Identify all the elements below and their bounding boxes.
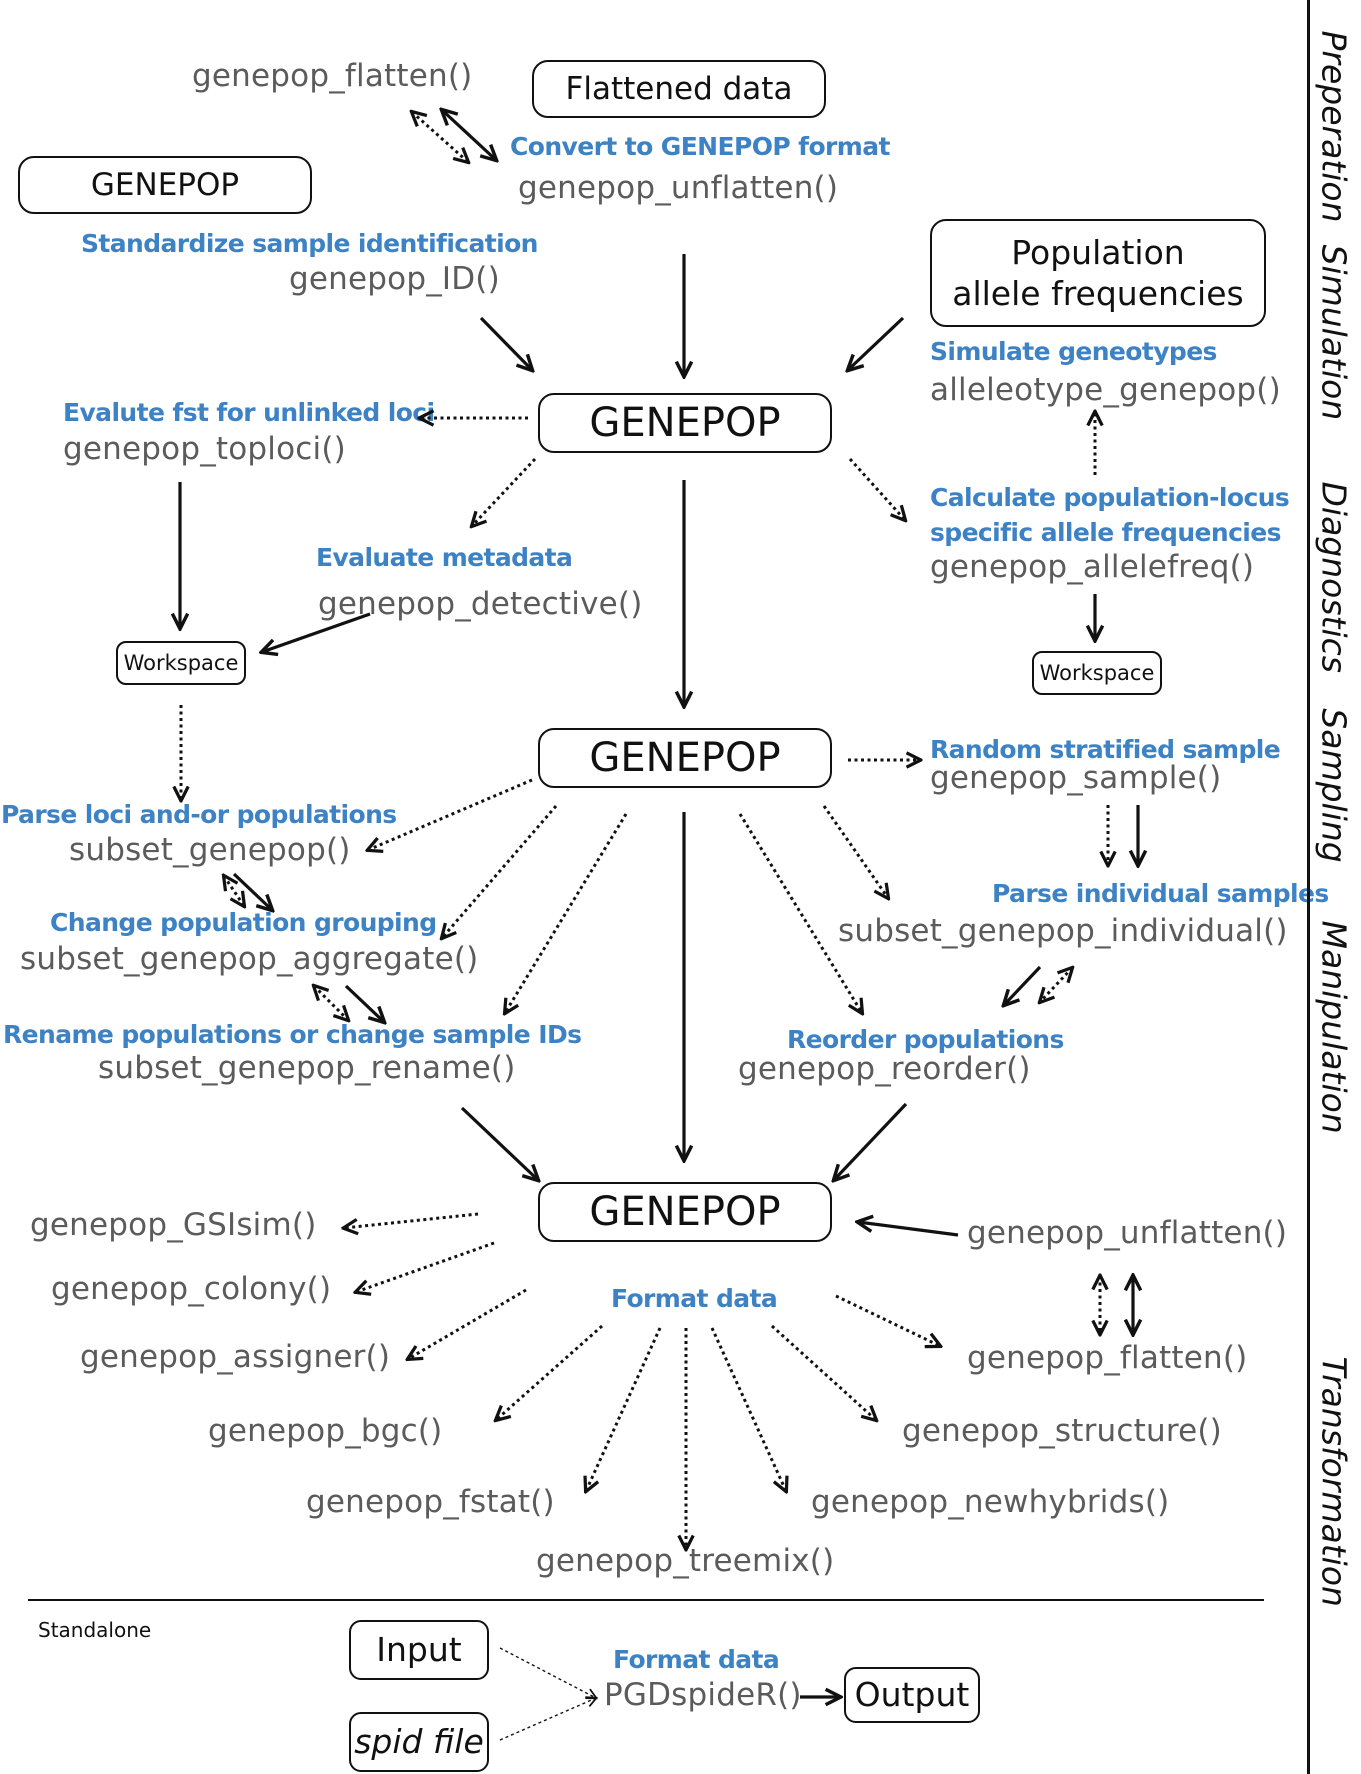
arrow-genepop-to-allelefreq [848, 457, 905, 520]
genepop-treemix-function: genepop_treemix() [536, 1543, 835, 1579]
arrow-format-to-bgc [496, 1324, 603, 1420]
arrow-individual-reorder-dotted [1040, 968, 1072, 1002]
spid-file-box: spid file [349, 1712, 489, 1772]
arrow-aggregate-rename-solid [344, 984, 384, 1022]
genepop-assigner-function: genepop_assigner() [80, 1339, 391, 1375]
standalone-label: Standalone [38, 1618, 152, 1642]
arrow-genepop2-to-rename [505, 813, 628, 1013]
genepop-flatten-bottom-function: genepop_flatten() [967, 1340, 1248, 1376]
genepop-sample-function: genepop_sample() [930, 760, 1222, 796]
genepop-toploci-function: genepop_toploci() [63, 431, 346, 467]
arrow-individual-reorder-solid [1004, 965, 1042, 1005]
genepop-main-box-2: GENEPOP [538, 728, 832, 788]
stage-transformation: Transformation [1314, 1356, 1354, 1607]
subset-genepop-function: subset_genepop() [69, 832, 351, 868]
subset-genepop-individual-function: subset_genepop_individual() [838, 913, 1288, 949]
pgdspider-function: PGDspideR() [604, 1677, 802, 1713]
genepop-unflatten-bottom-function: genepop_unflatten() [967, 1215, 1288, 1251]
arrow-genepop3-to-assigner [408, 1288, 527, 1359]
population-allele-frequencies-box: Population allele frequencies [930, 219, 1266, 327]
arrow-rename-to-genepop3 [460, 1106, 538, 1180]
arrow-allelefreqs-to-genepop [848, 316, 905, 370]
arrow-aggregate-rename-dotted [314, 986, 348, 1020]
arrow-genepop3-to-gsisim [344, 1212, 479, 1228]
convert-genepop-label: Convert to GENEPOP format [510, 132, 890, 161]
genepop-id-function: genepop_ID() [289, 261, 500, 297]
standalone-divider [28, 1599, 1264, 1601]
output-box: Output [844, 1667, 980, 1723]
genepop-unflatten-top-function: genepop_unflatten() [518, 170, 839, 206]
evaluate-fst-label: Evalute fst for unlinked loci [63, 398, 435, 427]
alleleotype-genepop-function: alleleotype_genepop() [930, 372, 1281, 408]
workspace-box-right: Workspace [1032, 651, 1162, 695]
genepop-bgc-function: genepop_bgc() [208, 1413, 443, 1449]
reorder-populations-label: Reorder populations [787, 1025, 1064, 1054]
genepop-main-box-3: GENEPOP [538, 1182, 832, 1242]
arrow-input-to-pgdspider [499, 1647, 596, 1698]
stage-preperation: Preperation [1314, 30, 1354, 223]
flattened-data-box: Flattened data [532, 60, 826, 118]
genepop-input-box: GENEPOP [18, 156, 312, 214]
arrow-flatten-unflatten-solid [442, 110, 496, 160]
genepop-main-box-1: GENEPOP [538, 393, 832, 453]
parse-loci-label: Parse loci and-or populations [1, 800, 397, 829]
arrow-subset-aggregate-solid [232, 872, 272, 910]
simulate-genotypes-label: Simulate geneotypes [930, 337, 1217, 366]
arrow-format-to-structure [770, 1324, 876, 1420]
genepop-newhybrids-function: genepop_newhybrids() [811, 1484, 1170, 1520]
arrow-genepop-to-detective [472, 457, 537, 526]
format-data-label: Format data [611, 1284, 778, 1313]
stage-bar [1307, 0, 1310, 1774]
genepop-fstat-function: genepop_fstat() [306, 1484, 555, 1520]
genepop-reorder-function: genepop_reorder() [738, 1051, 1031, 1087]
change-grouping-label: Change population grouping [50, 908, 437, 937]
stage-manipulation: Manipulation [1314, 920, 1354, 1134]
arrow-subset-aggregate-dotted [224, 876, 244, 906]
arrow-flatten-unflatten-dotted [412, 112, 468, 162]
workspace-box-left: Workspace [116, 641, 246, 685]
input-box: Input [349, 1620, 489, 1680]
genepop-colony-function: genepop_colony() [51, 1271, 332, 1307]
genepop-allelefreq-function: genepop_allelefreq() [930, 549, 1255, 585]
arrow-format-to-fstat [586, 1327, 662, 1491]
random-stratified-label: Random stratified sample [930, 735, 1281, 764]
stage-diagnostics: Diagnostics [1314, 481, 1354, 674]
parse-individuals-label: Parse individual samples [992, 879, 1329, 908]
arrow-reorder-to-genepop3 [834, 1102, 908, 1180]
standardize-ids-label: Standardize sample identification [81, 229, 538, 258]
evaluate-metadata-label: Evaluate metadata [316, 543, 573, 572]
subset-genepop-aggregate-function: subset_genepop_aggregate() [20, 941, 479, 977]
calc-allele-freq-label: Calculate population-locus specific alle… [930, 483, 1290, 547]
genepop-structure-function: genepop_structure() [902, 1413, 1222, 1449]
arrow-genepop2-to-aggregate [442, 805, 558, 938]
format-data-standalone-label: Format data [613, 1645, 780, 1674]
genepop-flatten-top-function: genepop_flatten() [192, 58, 473, 94]
arrow-id-to-genepop [479, 316, 532, 370]
arrow-genepop3-to-flatten [835, 1294, 940, 1346]
subset-genepop-rename-function: subset_genepop_rename() [98, 1050, 516, 1086]
stage-simulation: Simulation [1314, 244, 1354, 421]
rename-populations-label: Rename populations or change sample IDs [3, 1020, 582, 1049]
arrow-unflatten-to-genepop3 [858, 1222, 959, 1237]
genepop-detective-function: genepop_detective() [318, 586, 643, 622]
arrow-format-to-newhybrids [710, 1327, 786, 1491]
arrow-genepop2-to-individual [822, 805, 888, 898]
stage-sampling: Sampling [1314, 708, 1354, 863]
arrow-genepop3-to-colony [356, 1241, 495, 1292]
arrow-spid-to-pgdspider [499, 1698, 596, 1741]
genepop-gsisim-function: genepop_GSIsim() [30, 1207, 317, 1243]
